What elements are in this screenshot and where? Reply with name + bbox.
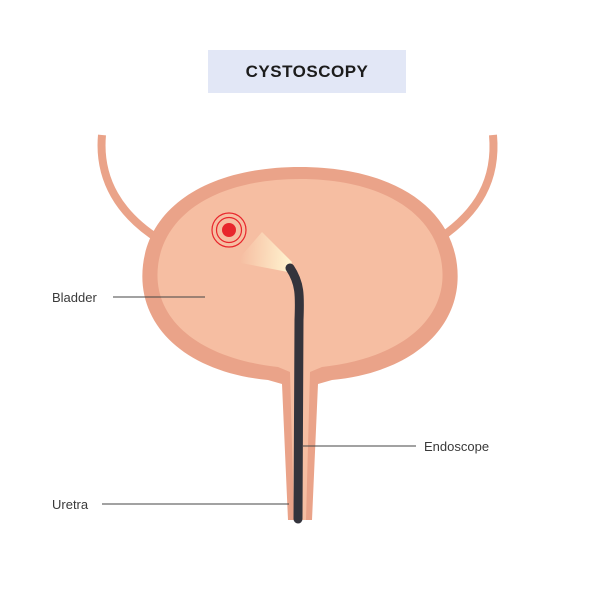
uretra-label: Uretra bbox=[52, 497, 89, 512]
title-box: CYSTOSCOPY bbox=[208, 50, 406, 93]
bladder-label: Bladder bbox=[52, 290, 97, 305]
left-ureter bbox=[97, 134, 163, 244]
light-beam bbox=[236, 232, 292, 272]
endoscope-label: Endoscope bbox=[424, 439, 489, 454]
endoscope-tube bbox=[285, 263, 304, 524]
lesion-target bbox=[211, 212, 247, 248]
right-ureter bbox=[437, 134, 498, 242]
diagram-title: CYSTOSCOPY bbox=[245, 61, 369, 81]
